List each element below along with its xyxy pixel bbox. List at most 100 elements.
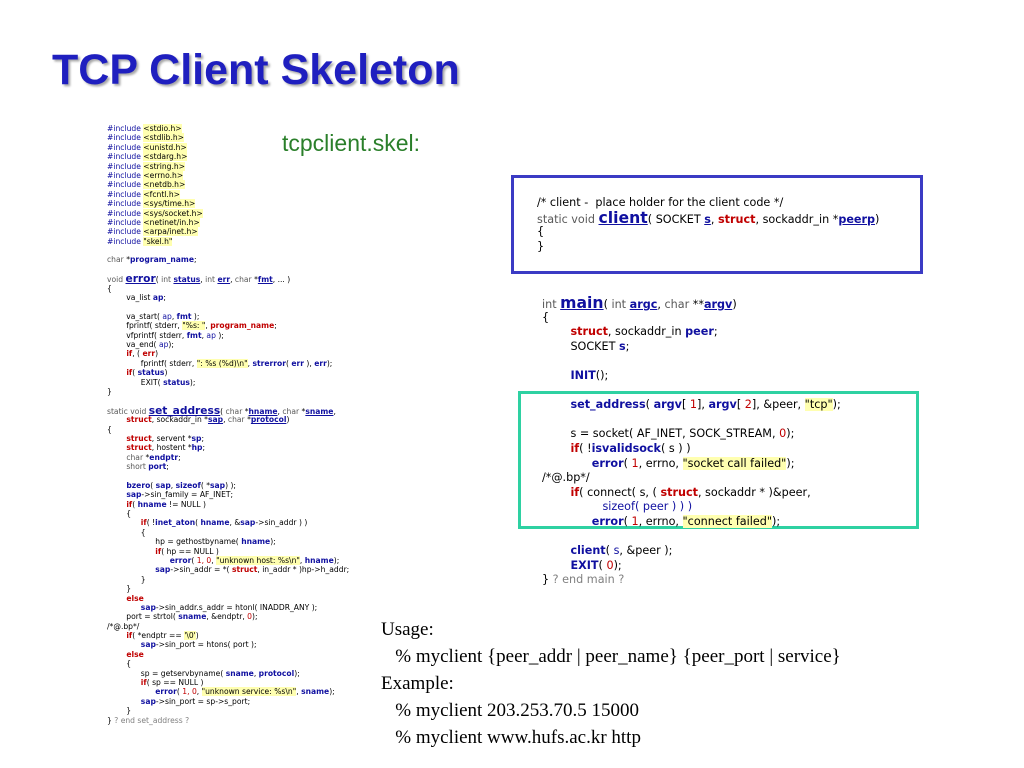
- code-token: #include: [107, 142, 144, 152]
- code-token: int: [542, 298, 561, 311]
- code-token: <stdarg.h>: [143, 152, 188, 162]
- code-token: set_address: [148, 403, 221, 417]
- code-line: #include <fcntl.h>: [107, 189, 349, 199]
- code-line: struct, hostent *hp;: [107, 443, 349, 452]
- code-token: #include: [107, 189, 144, 199]
- code-token: [107, 650, 126, 659]
- code-line: char *program_name;: [107, 255, 349, 264]
- code-token: client: [598, 207, 648, 227]
- code-line: if( !isvalidsock( s ) ): [542, 442, 841, 457]
- code-token: static void: [537, 212, 599, 226]
- code-token: [542, 486, 570, 499]
- code-token: <netdb.h>: [143, 180, 186, 190]
- code-token: );: [326, 358, 333, 368]
- code-token: if: [140, 678, 147, 688]
- code-token: "skel.h": [143, 236, 173, 246]
- code-token: char: [664, 298, 693, 311]
- code-token: sp: [191, 433, 202, 443]
- usage-section: Usage: % myclient {peer_addr | peer_name…: [381, 616, 841, 751]
- code-token: client: [570, 544, 606, 558]
- code-token: /*@.bp*/: [542, 471, 590, 485]
- code-token: ( s ) ): [661, 441, 691, 455]
- code-token: , errno,: [638, 456, 683, 470]
- code-token: "%s: ": [182, 321, 206, 331]
- code-line: fprintf( stderr, ": %s (%d)\n", strerror…: [107, 358, 349, 368]
- code-token: *: [145, 452, 150, 462]
- code-token: [542, 559, 570, 572]
- code-token: error: [125, 272, 156, 286]
- code-token: [107, 481, 126, 490]
- code-token: int: [611, 298, 630, 311]
- code-token: }: [107, 386, 112, 396]
- code-token: ,: [196, 687, 202, 697]
- code-line: error( 1, 0, "unknown host: %s\n", hname…: [107, 555, 349, 565]
- code-token: ,: [205, 321, 211, 331]
- code-token: #include: [107, 227, 144, 237]
- code-token: status: [137, 368, 165, 378]
- code-token: ;: [625, 339, 630, 353]
- code-token: int: [205, 275, 218, 285]
- code-token: <string.h>: [143, 161, 186, 171]
- code-line: sap->sin_addr = *( struct, in_addr * )hp…: [107, 565, 349, 574]
- code-token: "tcp": [804, 398, 833, 412]
- code-token: ": %s (%d)\n": [196, 358, 248, 368]
- code-token: 0: [606, 558, 614, 572]
- code-line: va_start( ap, fmt );: [107, 312, 349, 321]
- code-token: sizeof( peer ) ) ): [602, 500, 693, 514]
- code-line: {: [107, 659, 349, 668]
- code-line: port = strtol( sname, &endptr, 0);: [107, 612, 349, 621]
- code-token: char: [282, 406, 302, 416]
- code-token: #include: [107, 170, 144, 180]
- code-token: "socket call failed": [682, 456, 787, 470]
- code-token: ,: [277, 406, 283, 416]
- code-line: struct, sockaddr_in *sap, char *protocol…: [107, 415, 349, 424]
- code-token: <sys/socket.h>: [143, 208, 203, 218]
- code-token: ;: [713, 325, 718, 339]
- code-line: va_list ap;: [107, 293, 349, 302]
- code-token: [107, 631, 126, 640]
- code-token: 1: [631, 514, 639, 528]
- code-token: ap: [152, 293, 164, 303]
- code-token: <stdlib.h>: [143, 133, 185, 143]
- code-token: {: [537, 225, 545, 239]
- code-line: static void client( SOCKET s, struct, so…: [537, 207, 879, 227]
- code-token: );: [270, 537, 276, 547]
- code-token: [107, 443, 126, 452]
- code-token: ;: [201, 433, 205, 443]
- code-token: [542, 500, 602, 513]
- code-token: sizeof: [175, 480, 201, 490]
- code-token: struct: [718, 212, 756, 226]
- code-token: struct: [660, 485, 698, 499]
- code-line: #include <stdlib.h>: [107, 133, 349, 143]
- code-token: (: [155, 275, 162, 285]
- usage-line: Example:: [381, 673, 454, 694]
- code-token: (: [132, 499, 138, 509]
- code-token: (: [191, 555, 197, 565]
- code-token: [107, 678, 141, 687]
- code-token: "connect failed": [682, 514, 772, 528]
- code-token: "unknown host: %s\n": [216, 555, 300, 565]
- code-token: sname: [178, 612, 207, 622]
- slide-title: TCP Client Skeleton: [52, 46, 460, 94]
- code-token: }: [542, 573, 550, 587]
- code-line: } ? end set_address ?: [107, 716, 349, 725]
- code-token: ;: [163, 293, 166, 303]
- code-token: static void: [107, 406, 149, 416]
- code-token: if: [570, 485, 580, 499]
- code-line: #include <stdio.h>: [107, 124, 349, 133]
- code-token: struct: [126, 415, 152, 425]
- code-token: , sockaddr_in: [607, 325, 686, 339]
- code-token: (: [645, 398, 654, 412]
- code-token: sap: [207, 415, 224, 425]
- main-function-code: int main( int argc, char **argv){ struct…: [542, 295, 841, 588]
- code-token: {: [107, 659, 132, 669]
- code-token: }: [107, 715, 112, 725]
- code-token: [: [681, 398, 690, 412]
- code-token: if: [140, 518, 147, 528]
- code-token: struct: [126, 443, 152, 453]
- code-token: [542, 369, 570, 382]
- code-token: ,: [710, 212, 719, 226]
- code-token: hname: [241, 537, 271, 547]
- code-token: [107, 640, 141, 649]
- code-token: else: [126, 593, 144, 603]
